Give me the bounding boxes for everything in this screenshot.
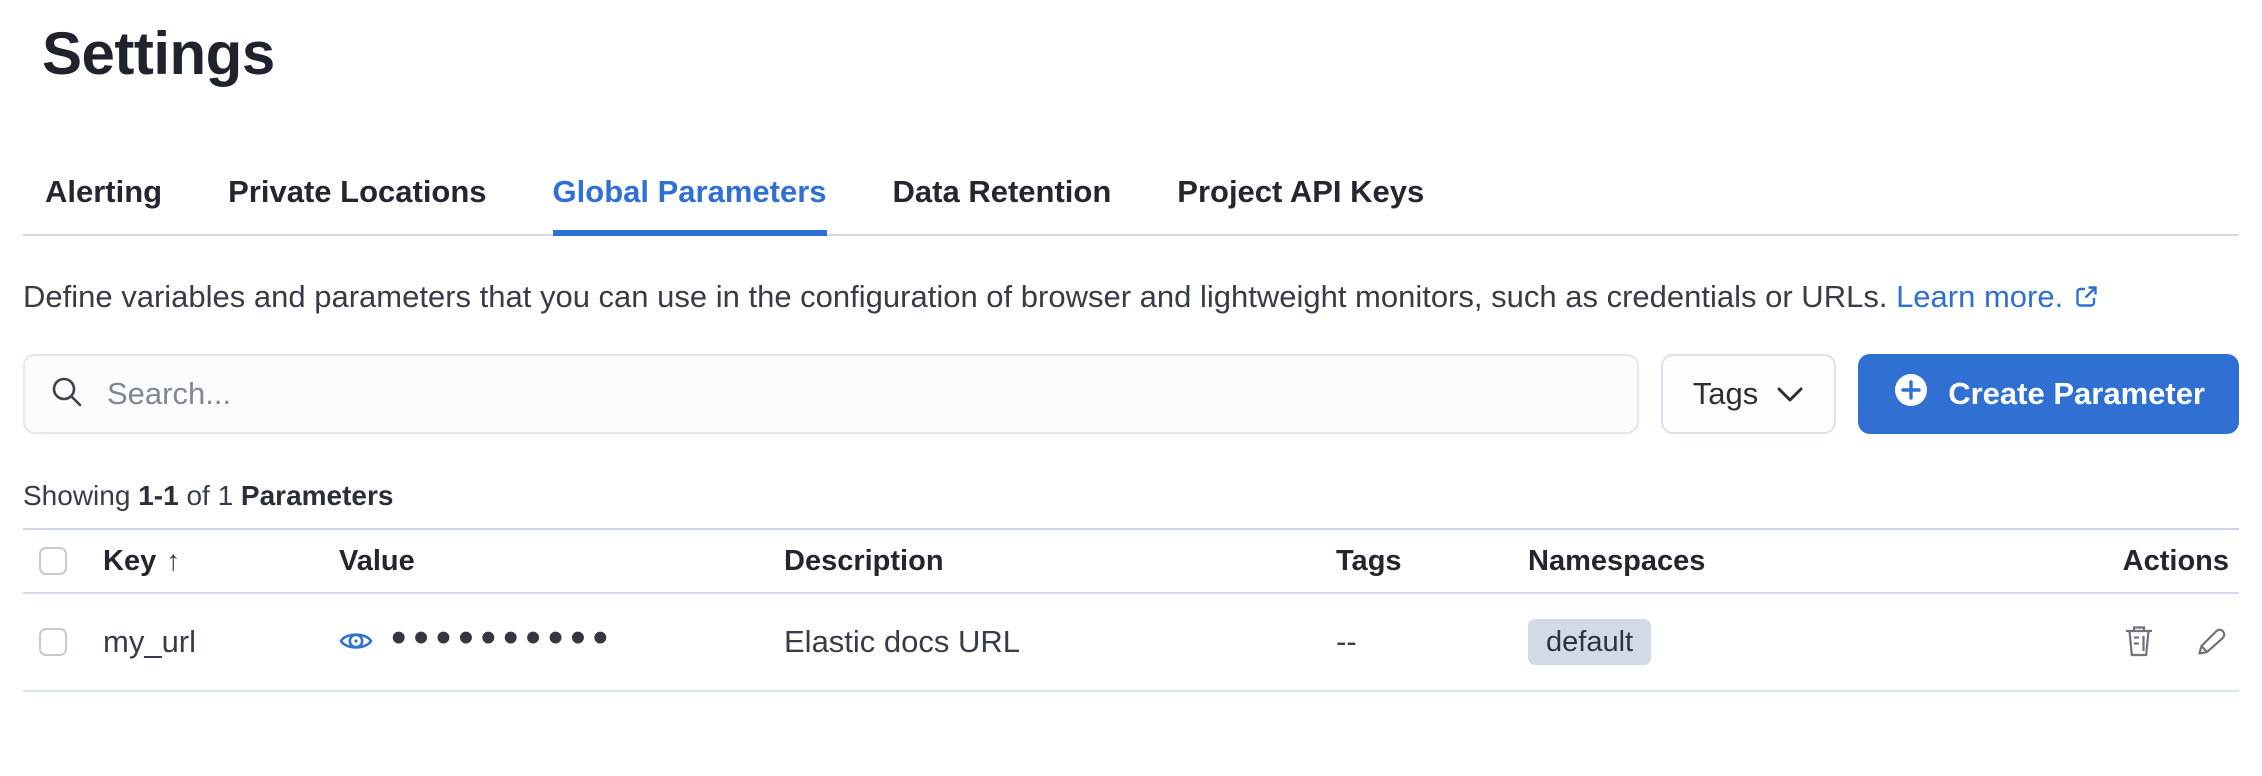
summary-noun: Parameters (240, 480, 394, 511)
masked-value: •••••••••• (391, 613, 616, 662)
settings-page: Settings Alerting Private Locations Glob… (0, 22, 2262, 692)
plus-in-circle-icon (1892, 371, 1930, 417)
row-description-cell: Elastic docs URL (784, 624, 1021, 659)
reveal-value-button[interactable] (339, 624, 373, 661)
search-field[interactable] (23, 354, 1639, 434)
parameters-table: Key ↑ Value Description Tags Namespaces … (23, 528, 2239, 692)
namespace-badge: default (1528, 619, 1652, 665)
tags-filter-label: Tags (1692, 376, 1759, 411)
tab-alerting[interactable]: Alerting (45, 174, 163, 209)
chevron-down-icon (1776, 376, 1804, 412)
header-namespaces: Namespaces (1528, 544, 1706, 577)
header-description: Description (784, 544, 944, 577)
row-namespaces-cell: default (1528, 619, 2059, 665)
summary-range: 1-1 (138, 480, 179, 511)
page-title: Settings (42, 20, 275, 87)
row-checkbox[interactable] (39, 628, 67, 656)
tab-project-api-keys[interactable]: Project API Keys (1177, 174, 1425, 209)
header-tags: Tags (1336, 544, 1402, 577)
header-key[interactable]: Key ↑ (103, 544, 181, 577)
toolbar: Tags Create Parameter (23, 354, 2239, 434)
table-row: my_url •••••••••• Elastic docs URL -- de (23, 594, 2239, 692)
results-summary: Showing 1-1 of 1 Parameters (23, 480, 394, 511)
eye-icon (339, 624, 373, 661)
external-link-icon (2073, 275, 2100, 324)
page-description: Define variables and parameters that you… (23, 272, 2239, 324)
header-value: Value (339, 544, 415, 577)
row-key-cell: my_url (103, 624, 197, 659)
settings-tabs: Alerting Private Locations Global Parame… (23, 174, 2239, 236)
delete-parameter-button[interactable] (2123, 623, 2155, 662)
sort-ascending-icon: ↑ (166, 545, 181, 576)
trash-icon (2123, 623, 2155, 662)
tab-global-parameters[interactable]: Global Parameters (552, 174, 827, 236)
tab-data-retention[interactable]: Data Retention (892, 174, 1112, 209)
learn-more-link[interactable]: Learn more. (1896, 279, 2100, 314)
table-header-row: Key ↑ Value Description Tags Namespaces … (23, 530, 2239, 594)
search-icon (49, 374, 85, 415)
header-actions: Actions (2122, 544, 2229, 577)
row-value-cell: •••••••••• (339, 613, 784, 662)
tab-private-locations[interactable]: Private Locations (228, 174, 487, 209)
pencil-icon (2195, 624, 2229, 661)
row-tags-cell: -- (1336, 624, 1357, 659)
create-parameter-button[interactable]: Create Parameter (1858, 354, 2239, 434)
edit-parameter-button[interactable] (2195, 624, 2229, 661)
description-text: Define variables and parameters that you… (23, 279, 1888, 314)
create-parameter-label: Create Parameter (1948, 376, 2205, 411)
tags-filter-button[interactable]: Tags (1660, 354, 1837, 434)
search-input[interactable] (105, 375, 1613, 413)
select-all-checkbox[interactable] (39, 547, 67, 575)
